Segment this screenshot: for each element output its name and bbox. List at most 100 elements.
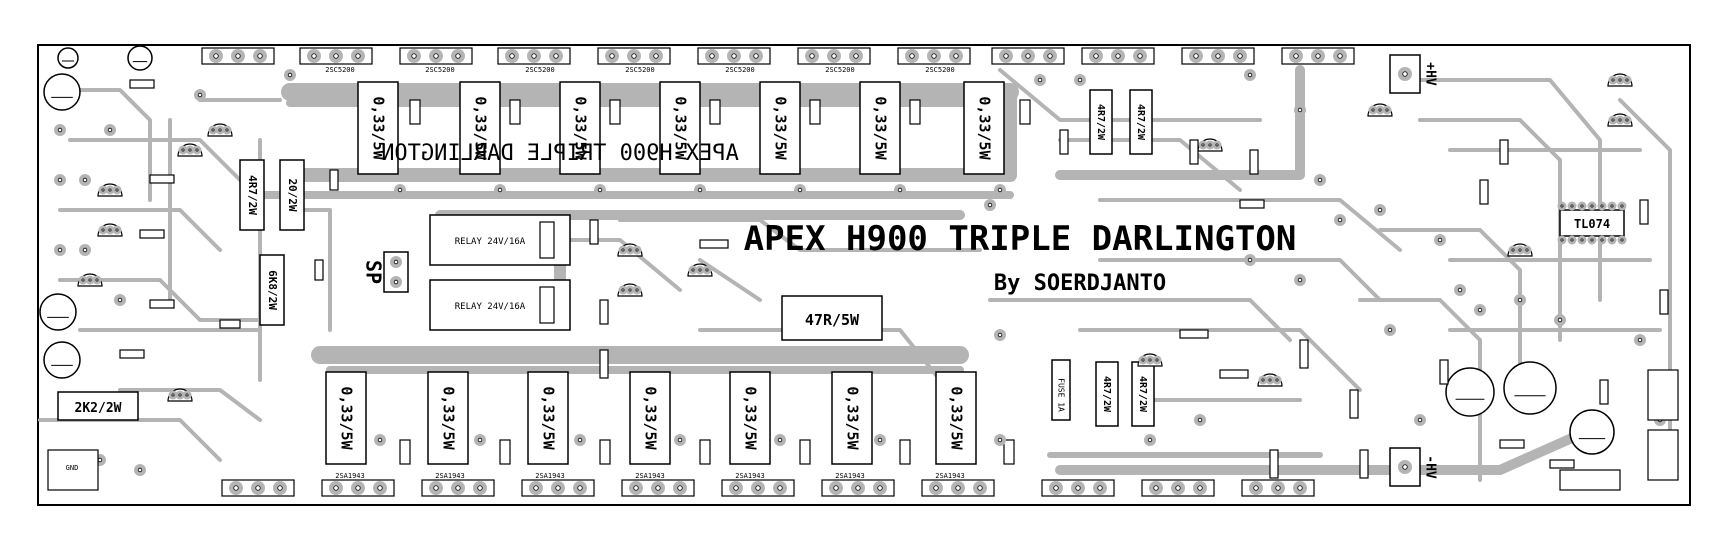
- transistor-pad: [181, 148, 185, 152]
- small-resistor: [1599, 379, 1609, 405]
- gnd-label: GND: [66, 464, 79, 472]
- emitter-resistor-label: 0,33/5W: [440, 386, 458, 450]
- transistor-pad: [853, 53, 859, 59]
- transistor-pad: [195, 148, 199, 152]
- transistor-pad: [855, 485, 861, 491]
- resistor-4r7: [1095, 361, 1119, 427]
- emitter-resistor-label: 0,33/5W: [948, 386, 966, 450]
- emitter-resistor-bottom: [935, 371, 977, 465]
- pad: [1297, 277, 1303, 283]
- emitter-resistor-label: 0,33/5W: [540, 386, 558, 450]
- emitter-resistor-bottom: [427, 371, 469, 465]
- transistor-pad: [1003, 53, 1009, 59]
- electrolytic-capacitor: [1445, 367, 1495, 417]
- transistor-pad: [553, 53, 559, 59]
- resistor-2k2-label: 2K2/2W: [75, 401, 122, 416]
- transistor-pad: [955, 485, 961, 491]
- electrolytic-capacitor: [127, 45, 153, 71]
- resistor-47r: [781, 295, 883, 341]
- transistor-pad: [628, 248, 632, 252]
- pad: [82, 247, 88, 253]
- resistor-label: 4R7/2W: [246, 175, 259, 215]
- transistor-pad: [931, 53, 937, 59]
- transistor-pad: [455, 485, 461, 491]
- copper-trace: [1055, 425, 1595, 475]
- transistor-pad: [101, 228, 105, 232]
- emitter-resistor-label: 0,33/5W: [772, 96, 790, 160]
- small-resistor: [129, 79, 155, 89]
- board-title: APEX H900 TRIPLE DARLINGTON: [744, 219, 1297, 259]
- transistor-pad: [933, 485, 939, 491]
- transistor-pad: [1148, 358, 1152, 362]
- transistor-pad: [311, 53, 317, 59]
- transistor-pad: [1371, 108, 1375, 112]
- ic-pad: [1580, 238, 1584, 242]
- small-resistor: [599, 299, 609, 325]
- small-resistor: [699, 239, 729, 249]
- transistor-pad: [1237, 53, 1243, 59]
- transistor-pad: [777, 485, 783, 491]
- small-resistor: [1299, 339, 1309, 369]
- small-resistor: [499, 439, 511, 465]
- transistor-pad: [1155, 358, 1159, 362]
- small-resistor: [1439, 359, 1449, 385]
- small-resistor: [1639, 199, 1649, 225]
- relay-label: RELAY 24V/16A: [455, 302, 526, 312]
- transistor-pad: [1075, 485, 1081, 491]
- emitter-resistor-top: [459, 81, 501, 175]
- emitter-resistor-bottom: [527, 371, 569, 465]
- transistor-pad: [1197, 485, 1203, 491]
- pad: [1037, 77, 1043, 83]
- transistor-pad: [1115, 53, 1121, 59]
- pad: [797, 187, 803, 193]
- terminal-pad: [1402, 464, 1408, 470]
- transistor-pad: [233, 485, 239, 491]
- pad: [677, 437, 683, 443]
- transistor-pad: [1025, 53, 1031, 59]
- transistor-pad: [753, 53, 759, 59]
- transistor-pad: [1337, 53, 1343, 59]
- transistor-pad: [333, 53, 339, 59]
- transistor-pad: [1141, 358, 1145, 362]
- pad: [82, 177, 88, 183]
- transistor-pad: [211, 128, 215, 132]
- transistor-label-bottom: 2SA1943: [735, 472, 765, 480]
- opamp-tl074: [1559, 209, 1625, 237]
- emitter-resistor-top: [659, 81, 701, 175]
- transistor-pad: [1253, 485, 1259, 491]
- transistor-pad: [977, 485, 983, 491]
- pad: [1317, 177, 1323, 183]
- ic-pad: [1610, 204, 1614, 208]
- transistor-pad: [1525, 248, 1529, 252]
- pad: [1247, 257, 1253, 263]
- transistor-pad: [577, 485, 583, 491]
- small-resistor: [1239, 199, 1265, 209]
- small-resistor: [1479, 179, 1489, 205]
- transistor-pad: [909, 53, 915, 59]
- transistor-label-top: 2SC5200: [725, 66, 755, 74]
- transistor-pad: [95, 278, 99, 282]
- electrolytic-capacitor: [1569, 409, 1615, 455]
- transistor-pad: [477, 485, 483, 491]
- resistor-label: 20/2W: [286, 178, 299, 211]
- copper-trace: [998, 68, 1262, 122]
- transistor-label-bottom: 2SA1943: [335, 472, 365, 480]
- transistor-pad: [509, 53, 515, 59]
- transistor-pad: [277, 485, 283, 491]
- small-resistor: [609, 99, 621, 125]
- resistor-6k8: [259, 254, 285, 326]
- transistor-pad: [1261, 378, 1265, 382]
- resistor-label: 4R7/2W: [1135, 104, 1146, 141]
- pad: [997, 187, 1003, 193]
- small-resistor: [149, 299, 175, 309]
- transistor-pad: [1297, 485, 1303, 491]
- pad: [1517, 297, 1523, 303]
- copper-trace: [1378, 228, 1522, 402]
- copper-trace: [1078, 328, 1362, 392]
- input-connector: [47, 449, 99, 491]
- transistor-pad: [953, 53, 959, 59]
- board-author: By SOERDJANTO: [994, 271, 1166, 296]
- emitter-resistor-label: 0,33/5W: [338, 386, 356, 450]
- copper-trace: [1098, 258, 1382, 302]
- transistor-pad: [1385, 108, 1389, 112]
